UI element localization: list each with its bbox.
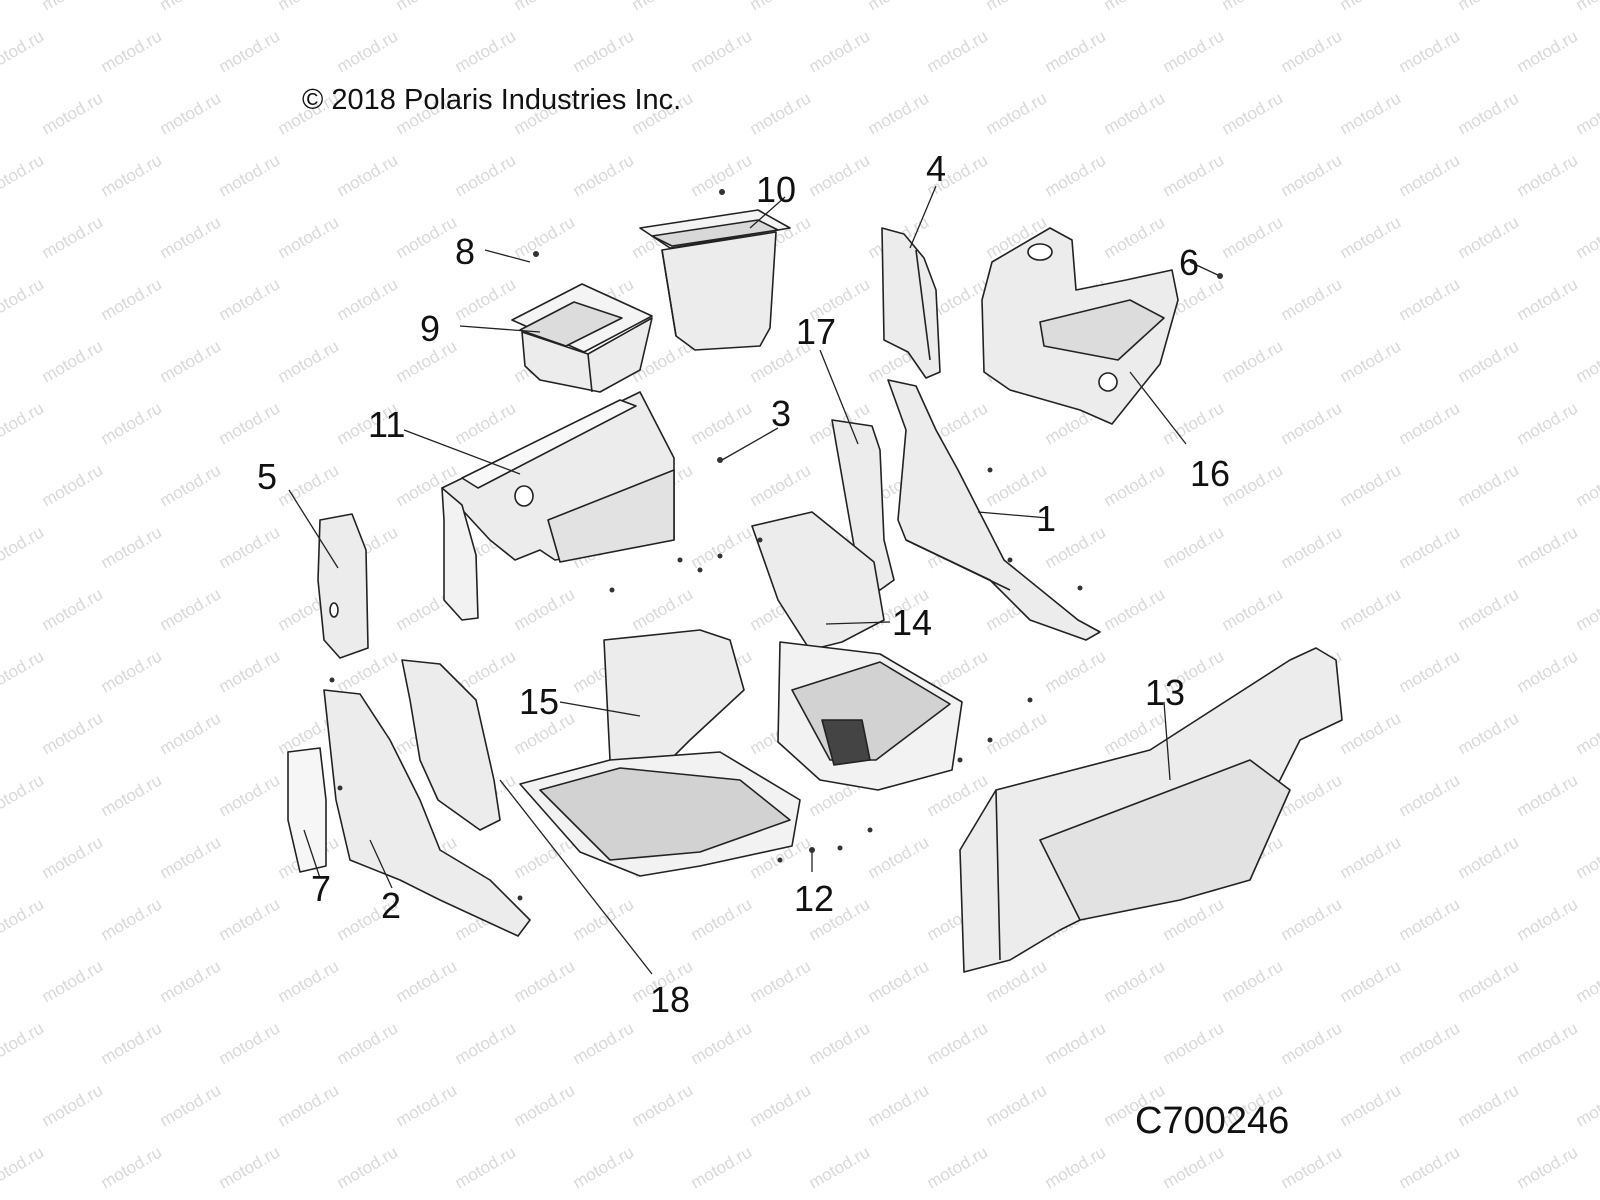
leader-lines bbox=[288, 185, 1221, 975]
leader-10 bbox=[749, 196, 786, 229]
firewall-panel-part bbox=[959, 647, 1343, 973]
tray-part bbox=[511, 283, 653, 393]
leader-13 bbox=[1163, 701, 1171, 781]
callout-13: 13 bbox=[1145, 672, 1186, 713]
callout-16: 16 bbox=[1190, 453, 1231, 494]
rear-floor-part bbox=[751, 511, 963, 791]
leader-8 bbox=[484, 249, 531, 263]
upright-panel-part bbox=[881, 227, 941, 379]
drawing-number: C700246 bbox=[1135, 1100, 1290, 1142]
leader-17 bbox=[819, 349, 859, 445]
leader-9 bbox=[459, 325, 541, 333]
side-frame-part bbox=[831, 379, 1101, 641]
callout-10: 10 bbox=[756, 169, 797, 210]
front-floor-part bbox=[519, 629, 801, 877]
fastener-group bbox=[329, 189, 1223, 901]
leader-11 bbox=[403, 429, 521, 475]
leader-16 bbox=[1129, 371, 1187, 445]
callout-12: 12 bbox=[794, 878, 835, 919]
callout-11: 11 bbox=[368, 404, 406, 445]
leader-3 bbox=[721, 427, 779, 461]
callout-7: 7 bbox=[311, 868, 332, 909]
pillar-trim-part bbox=[317, 513, 369, 659]
callout-6: 6 bbox=[1179, 242, 1200, 283]
callout-9: 9 bbox=[420, 308, 441, 349]
leader-7 bbox=[303, 829, 321, 879]
callout-8: 8 bbox=[455, 231, 476, 272]
copyright-notice: © 2018 Polaris Industries Inc. bbox=[302, 84, 682, 116]
callout-3: 3 bbox=[771, 393, 792, 434]
callout-1: 1 bbox=[1036, 498, 1057, 539]
console-panel-part bbox=[441, 391, 675, 621]
callout-15: 15 bbox=[519, 681, 560, 722]
leader-15 bbox=[559, 701, 641, 717]
lower-left-panels bbox=[287, 659, 531, 937]
leader-18 bbox=[499, 779, 653, 975]
callout-14: 14 bbox=[892, 602, 933, 643]
leader-1 bbox=[977, 511, 1049, 519]
leader-5 bbox=[288, 489, 339, 569]
leader-6 bbox=[1189, 261, 1221, 277]
leader-2 bbox=[369, 839, 393, 889]
storage-bin-part bbox=[639, 209, 791, 351]
corner-panel-part bbox=[981, 227, 1179, 425]
callout-5: 5 bbox=[257, 456, 278, 497]
callout-18: 18 bbox=[650, 979, 691, 1020]
callout-4: 4 bbox=[926, 148, 947, 189]
leader-14 bbox=[825, 621, 891, 625]
callout-17: 17 bbox=[796, 311, 837, 352]
leader-4 bbox=[909, 185, 937, 249]
callout-2: 2 bbox=[381, 885, 402, 926]
